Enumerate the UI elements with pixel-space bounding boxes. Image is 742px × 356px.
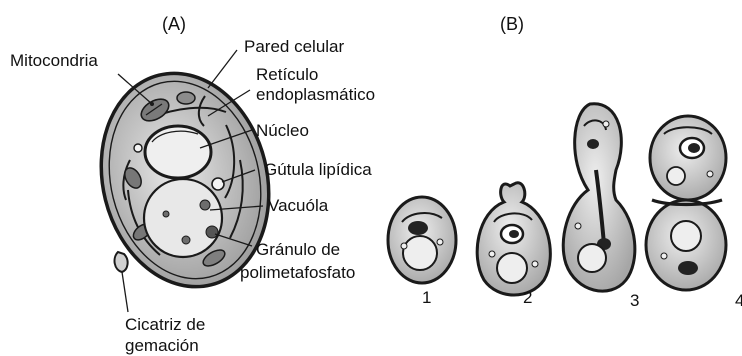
leader-pared [208,50,237,88]
cell-4-droplet [661,253,667,259]
cell-1-droplet [401,243,407,249]
vacuole [144,179,222,257]
lipid-droplet [134,144,142,152]
label-mitocondria: Mitocondria [10,51,98,70]
panel-label-b: (B) [500,14,524,34]
budding-stage-2 [477,183,550,295]
budding-stage-4 [646,116,726,290]
cell-1-droplet [437,239,443,245]
label-granulo-1: Gránulo de [256,240,340,259]
vacuole-granule [200,200,210,210]
nucleus [145,126,211,178]
vacuole-granule [163,211,169,217]
budding-stage-1 [388,197,456,283]
cell-4-lower-vacuole [671,221,701,251]
polyphosphate-granule [206,226,218,238]
cell-1-vacuole [403,236,437,270]
stage-number-2: 2 [523,288,532,307]
label-reticulo-1: Retículo [256,65,318,84]
label-reticulo-2: endoplasmático [256,85,375,104]
leader-cicatriz [122,272,128,312]
label-nucleo: Núcleo [256,121,309,140]
cell-4-droplet [707,171,713,177]
budding-stage-3 [563,104,635,291]
cell-4-upper-nucleolus [688,143,700,153]
label-cicatriz-2: gemación [125,336,199,355]
bud-scar [115,252,128,272]
cell-3-droplet [603,121,609,127]
label-gotula: Gútula lipídica [264,160,372,179]
stage-number-3: 3 [630,291,639,310]
label-granulo-2: polimetafosfato [240,263,355,282]
cell-2-nucleolus [509,230,519,238]
label-vacuola: Vacuóla [268,196,329,215]
stage-number-4: 4 [735,291,742,310]
cell-2-droplet [489,251,495,257]
cell-1-nucleus [408,221,428,235]
panel-label-a: (A) [162,14,186,34]
cell-2-droplet [532,261,538,267]
vacuole-granule [182,236,190,244]
label-cicatriz-1: Cicatriz de [125,315,205,334]
label-pared-celular: Pared celular [244,37,345,56]
cell-4-upper-vacuole [667,167,685,185]
leader-end-dot [150,102,154,106]
cell-2-vacuole [497,253,527,283]
cell-4-lower-nucleus [678,261,698,275]
mitochondrion [177,92,195,104]
lipid-droplet [212,178,224,190]
cell-3-bud-nucleus [587,139,599,149]
cell-3-droplet [575,223,581,229]
stage-number-1: 1 [422,288,431,307]
cell-3-vacuole [578,244,606,272]
